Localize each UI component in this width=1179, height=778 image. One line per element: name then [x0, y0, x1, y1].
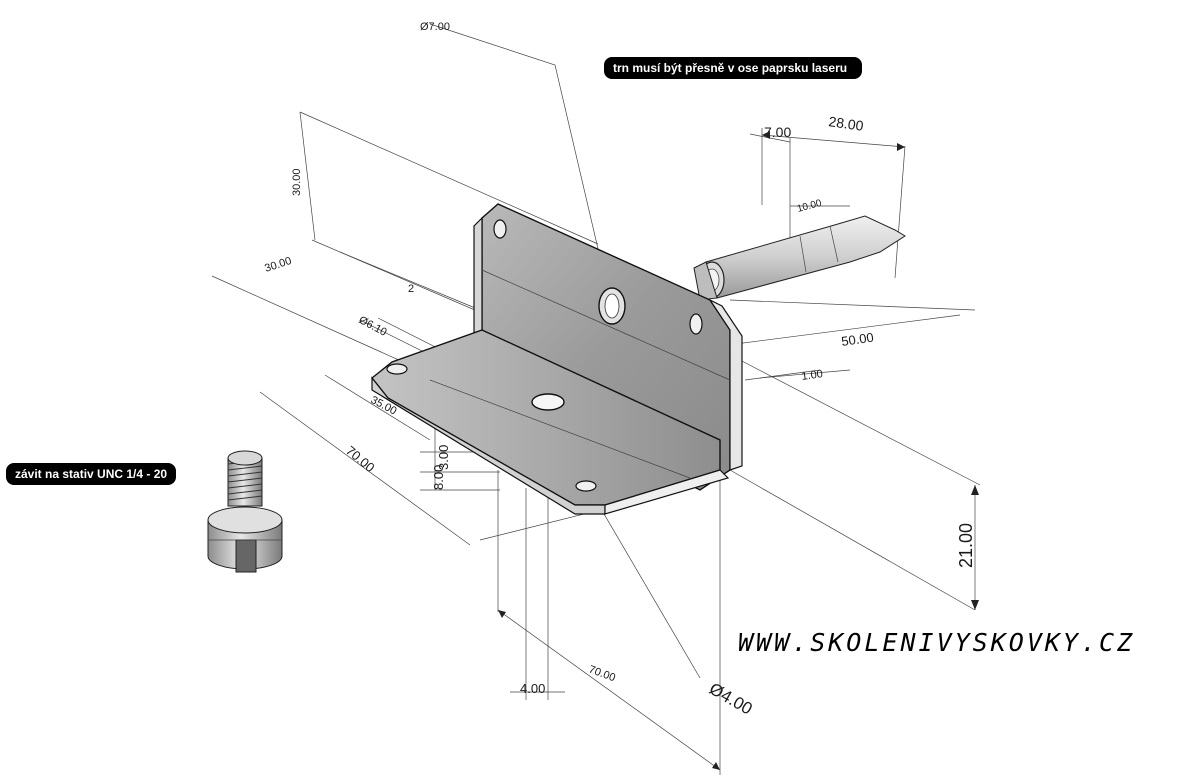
pin-part [693, 215, 906, 301]
extension-lines [211, 111, 981, 775]
dim-hole-610: Ø6.10 [357, 314, 389, 339]
dim-pin-length: 28.00 [828, 113, 865, 134]
dim-small-2: 2 [408, 283, 414, 295]
dim-depth-30: 30.00 [263, 255, 293, 275]
dim-pin-tip: 10.00 [796, 198, 823, 215]
dim-height-30: 30.00 [291, 168, 303, 196]
dim-8: 8.00 [431, 465, 446, 490]
dim-21: 21.00 [956, 523, 976, 568]
dim-10: 1.00 [801, 368, 824, 383]
dim-3: 3.00 [436, 445, 451, 470]
dim-pin-offset: 7.00 [764, 124, 791, 140]
bracket-base-plate [371, 329, 730, 515]
dim-hole-4: Ø4.00 [706, 679, 756, 719]
dim-pin-diameter: Ø7.00 [420, 21, 450, 33]
dim-70-left: 70.00 [343, 443, 378, 475]
website-watermark: WWW.SKOLENIVYSKOVKY.CZ [738, 628, 1136, 657]
dim-50: 50.00 [840, 330, 874, 349]
pin-note-callout: trn musí být přesně v ose paprsku laseru [604, 57, 862, 79]
dimension-labels: Ø7.00 30.00 30.00 28.00 7.00 10.00 Ø6.10… [263, 21, 976, 719]
dimension-arrows [498, 131, 979, 770]
thread-note-callout: závit na stativ UNC 1/4 - 20 [6, 463, 177, 485]
dim-70-bottom: 70.00 [587, 664, 617, 685]
tripod-screw-part [207, 450, 283, 573]
dim-4: 4.00 [520, 681, 545, 696]
